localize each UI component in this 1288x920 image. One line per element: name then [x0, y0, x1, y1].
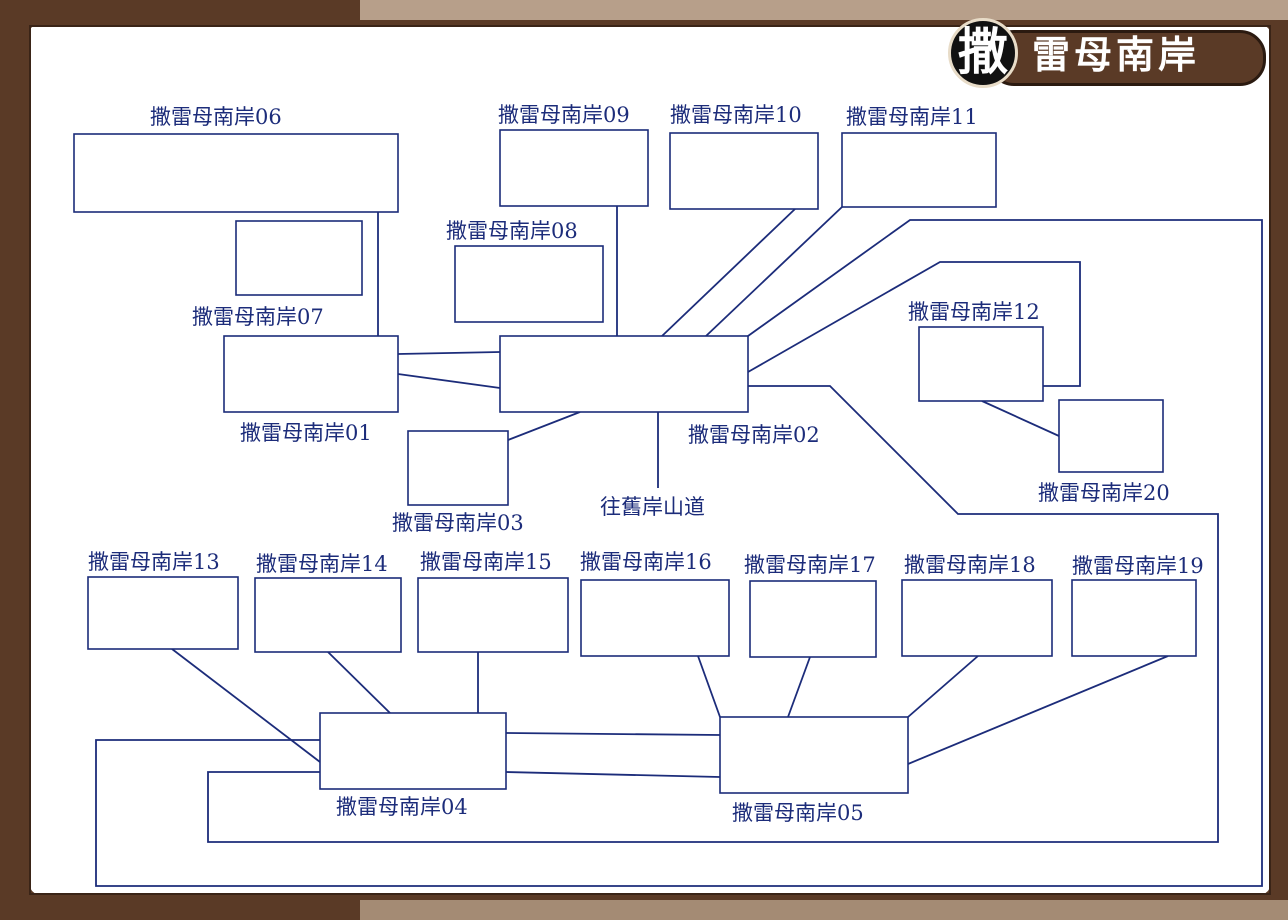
edge-n04-n05 — [505, 771, 721, 778]
edge-n02-n04 — [95, 219, 1263, 887]
node-box-n14[interactable] — [254, 577, 402, 653]
node-label-n13: 撒雷母南岸13 — [88, 550, 220, 574]
edge-n04-n05 — [505, 732, 721, 736]
node-box-n06[interactable] — [73, 133, 399, 213]
title-badge-bar — [988, 30, 1266, 86]
node-label-n14: 撒雷母南岸14 — [256, 552, 388, 576]
node-box-n18[interactable] — [901, 579, 1053, 657]
node-label-n07: 撒雷母南岸07 — [192, 305, 324, 329]
node-box-n07[interactable] — [235, 220, 363, 296]
title-text: 雷母南岸 — [1032, 33, 1201, 77]
node-label-n16: 撒雷母南岸16 — [580, 550, 712, 574]
node-label-n20: 撒雷母南岸20 — [1038, 481, 1170, 505]
node-label-n08: 撒雷母南岸08 — [446, 219, 578, 243]
edge-n19-n05 — [907, 655, 1169, 765]
edge-n01-n02 — [397, 373, 501, 389]
node-label-n06: 撒雷母南岸06 — [150, 105, 282, 129]
edge-n10-n02 — [661, 208, 796, 337]
node-label-n15: 撒雷母南岸15 — [420, 550, 552, 574]
node-box-n15[interactable] — [417, 577, 569, 653]
node-label-n19: 撒雷母南岸19 — [1072, 554, 1204, 578]
edge-n02-n05 — [207, 385, 1219, 843]
trail-label: 往舊岸山道 — [600, 495, 705, 519]
node-label-n05: 撒雷母南岸05 — [732, 801, 864, 825]
node-label-n12: 撒雷母南岸12 — [908, 300, 1040, 324]
node-box-n16[interactable] — [580, 579, 730, 657]
edge-n02-n03 — [507, 411, 581, 441]
edge-n01-n02 — [397, 351, 501, 355]
node-box-n09[interactable] — [499, 129, 649, 207]
node-label-n02: 撒雷母南岸02 — [688, 423, 820, 447]
edge-n11-n02 — [705, 206, 843, 337]
node-box-n01[interactable] — [223, 335, 399, 413]
node-box-n13[interactable] — [87, 576, 239, 650]
node-box-n04[interactable] — [319, 712, 507, 790]
edge-n12-n02 — [747, 261, 1081, 387]
node-box-n19[interactable] — [1071, 579, 1197, 657]
node-box-n12[interactable] — [918, 326, 1044, 402]
node-box-n05[interactable] — [719, 716, 909, 794]
title-badge: 撒 雷母南岸 — [948, 18, 1266, 90]
node-label-n11: 撒雷母南岸11 — [846, 105, 978, 129]
edge-n17-n05 — [787, 656, 811, 718]
node-box-n10[interactable] — [669, 132, 819, 210]
edge-n13-n04 — [171, 648, 321, 763]
node-label-n10: 撒雷母南岸10 — [670, 103, 802, 127]
node-box-n08[interactable] — [454, 245, 604, 323]
node-label-n01: 撒雷母南岸01 — [240, 421, 372, 445]
edge-n14-n04 — [327, 651, 391, 714]
node-label-n03: 撒雷母南岸03 — [392, 511, 524, 535]
edge-n16-n05 — [697, 655, 721, 718]
node-label-n04: 撒雷母南岸04 — [336, 795, 468, 819]
node-box-n02[interactable] — [499, 335, 749, 413]
node-box-n17[interactable] — [749, 580, 877, 658]
edge-n12-n20 — [981, 400, 1060, 437]
node-label-n18: 撒雷母南岸18 — [904, 553, 1036, 577]
node-label-n17: 撒雷母南岸17 — [744, 553, 876, 577]
node-box-n03[interactable] — [407, 430, 509, 506]
title-badge-circle — [948, 18, 1018, 88]
edge-n18-n05 — [907, 655, 979, 718]
node-label-n09: 撒雷母南岸09 — [498, 103, 630, 127]
node-box-n20[interactable] — [1058, 399, 1164, 473]
title-first-char: 撒 — [958, 23, 1008, 81]
node-box-n11[interactable] — [841, 132, 997, 208]
